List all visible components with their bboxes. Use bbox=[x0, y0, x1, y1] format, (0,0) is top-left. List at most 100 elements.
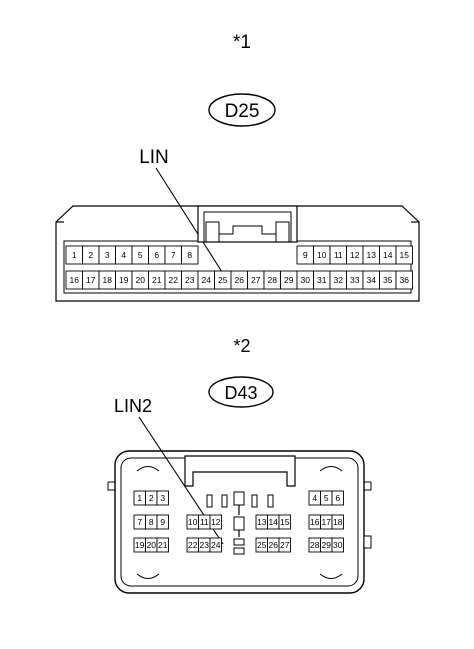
connector1-code-oval bbox=[208, 93, 276, 127]
connector2-pin-24-cell bbox=[209, 537, 222, 553]
connector2-pin-14-label: 14 bbox=[269, 517, 279, 527]
connector2-pin-11-label: 11 bbox=[200, 517, 209, 527]
connector2-code-oval bbox=[208, 376, 274, 408]
connector2-pin-21-label: 21 bbox=[158, 540, 168, 550]
connector2-pin-13-label: 13 bbox=[257, 517, 267, 527]
connector1-pin-22-label: 22 bbox=[169, 275, 179, 285]
connector1-pin-20-label: 20 bbox=[136, 275, 146, 285]
connector2-pin-27-cell bbox=[278, 537, 291, 553]
connector1-pin-25-label: 25 bbox=[218, 275, 228, 285]
connector2-lock bbox=[184, 455, 296, 487]
connector2-post-3 bbox=[251, 494, 258, 508]
connector2-pin-9-label: 9 bbox=[160, 517, 165, 527]
connector1-pin-32-label: 32 bbox=[334, 275, 344, 285]
connector2-pin-29-label: 29 bbox=[322, 540, 332, 550]
connector2-pin-8-label: 8 bbox=[149, 517, 154, 527]
connector2-pin-4-label: 4 bbox=[312, 493, 317, 503]
connector2-ear-left bbox=[107, 481, 115, 491]
connector2-pin-15-cell bbox=[278, 514, 291, 530]
connector1-lock-inner bbox=[203, 211, 292, 243]
connector1-pin-35-label: 35 bbox=[383, 275, 393, 285]
connector1-pin-19-label: 19 bbox=[119, 275, 129, 285]
connector2-pin-18-cell bbox=[331, 514, 344, 530]
connector1-pin-3-label: 3 bbox=[105, 250, 110, 260]
connector2-pin-6-cell bbox=[331, 490, 344, 506]
connector2-pin-12-cell bbox=[209, 514, 222, 530]
connector2-pin-23-label: 23 bbox=[200, 540, 210, 550]
connector2-pin-19-label: 19 bbox=[135, 540, 145, 550]
connector1-pin-36-label: 36 bbox=[400, 275, 410, 285]
connector1-callout-line bbox=[155, 167, 223, 273]
connector2-pin-10-label: 10 bbox=[188, 517, 198, 527]
connector1-pin-10-label: 10 bbox=[317, 250, 327, 260]
connector2-pin-9-cell bbox=[156, 514, 169, 530]
connector2-key-small-2 bbox=[233, 547, 245, 555]
connector1-pin-13-label: 13 bbox=[367, 250, 377, 260]
connector2-pin-3-cell bbox=[156, 490, 169, 506]
connector2-pin-20-label: 20 bbox=[147, 540, 157, 550]
connector2-pin-2-label: 2 bbox=[149, 493, 154, 503]
connector2-arc-right bbox=[319, 466, 343, 472]
connector1-lock-latch bbox=[219, 225, 276, 235]
connector1-pin-31-label: 31 bbox=[317, 275, 327, 285]
connector2-pin-24-label: 24 bbox=[211, 540, 221, 550]
connector2-arc-bottom-left bbox=[136, 573, 160, 579]
connector2-pin-16-label: 16 bbox=[310, 517, 320, 527]
connector1-pin-8-label: 8 bbox=[187, 250, 192, 260]
connector2-pin-6-label: 6 bbox=[335, 493, 340, 503]
connector2-pin-28-label: 28 bbox=[310, 540, 320, 550]
connector2-pin-12-label: 12 bbox=[211, 517, 221, 527]
connector1-pin-12-label: 12 bbox=[350, 250, 360, 260]
connector1-pin-9-label: 9 bbox=[303, 250, 308, 260]
connector2-ear-right bbox=[364, 481, 372, 491]
connector2-pin-30-cell bbox=[331, 537, 344, 553]
connector1-pin-28-label: 28 bbox=[268, 275, 278, 285]
connector2-pin-7-label: 7 bbox=[137, 517, 142, 527]
connector2-side-clip bbox=[363, 535, 372, 549]
connector1-pin-16-label: 16 bbox=[70, 275, 80, 285]
connector1-lock-right-tab bbox=[275, 221, 290, 243]
connector1-pin-26-label: 26 bbox=[235, 275, 245, 285]
connector1-pin-17-label: 17 bbox=[86, 275, 96, 285]
connector1-pin-18-label: 18 bbox=[103, 275, 113, 285]
connector2-pin-15-label: 15 bbox=[280, 517, 290, 527]
connector2-arc-left bbox=[136, 466, 160, 472]
connector1-code: D25 bbox=[225, 101, 260, 122]
connector1-pin-21-label: 21 bbox=[152, 275, 162, 285]
connector2-key-small-1 bbox=[233, 538, 245, 546]
connector2-post-1 bbox=[206, 494, 213, 508]
connector1-pin-34-label: 34 bbox=[367, 275, 377, 285]
connector2-pin-21-cell bbox=[156, 537, 169, 553]
connector2-pin-27-label: 27 bbox=[280, 540, 290, 550]
connector1-pin-4-label: 4 bbox=[121, 250, 126, 260]
connector2-post-2 bbox=[221, 494, 228, 508]
connector1-pin-8-cell bbox=[181, 245, 199, 265]
connector2-key-top bbox=[233, 491, 245, 506]
connector1-pin-7-label: 7 bbox=[171, 250, 176, 260]
connector2-pin-1-label: 1 bbox=[137, 493, 142, 503]
connector1-pin-27-label: 27 bbox=[251, 275, 261, 285]
connector1-pin-15-label: 15 bbox=[400, 250, 410, 260]
connector1-pin-24-label: 24 bbox=[202, 275, 212, 285]
connector2-pin-3-label: 3 bbox=[160, 493, 165, 503]
connector1-pin-15-cell bbox=[395, 245, 413, 265]
connector2-pin-18-label: 18 bbox=[333, 517, 343, 527]
connector2-callout: LIN2 bbox=[114, 396, 152, 416]
connector1-pin-14-label: 14 bbox=[383, 250, 393, 260]
connector1-lock bbox=[197, 205, 298, 243]
connector1-pin-2-label: 2 bbox=[88, 250, 93, 260]
connector1-pin-29-label: 29 bbox=[284, 275, 294, 285]
connector2-pin-26-label: 26 bbox=[269, 540, 279, 550]
connector1-pin-6-label: 6 bbox=[154, 250, 159, 260]
connector2-pin-30-label: 30 bbox=[333, 540, 343, 550]
connector2-housing bbox=[114, 450, 365, 594]
connector1-pin-23-label: 23 bbox=[185, 275, 195, 285]
connector2-marker: *2 bbox=[233, 336, 250, 356]
connector1-pin-1-label: 1 bbox=[72, 250, 77, 260]
connector2-pin-25-label: 25 bbox=[257, 540, 267, 550]
connector1-pin-36-cell bbox=[395, 270, 413, 290]
